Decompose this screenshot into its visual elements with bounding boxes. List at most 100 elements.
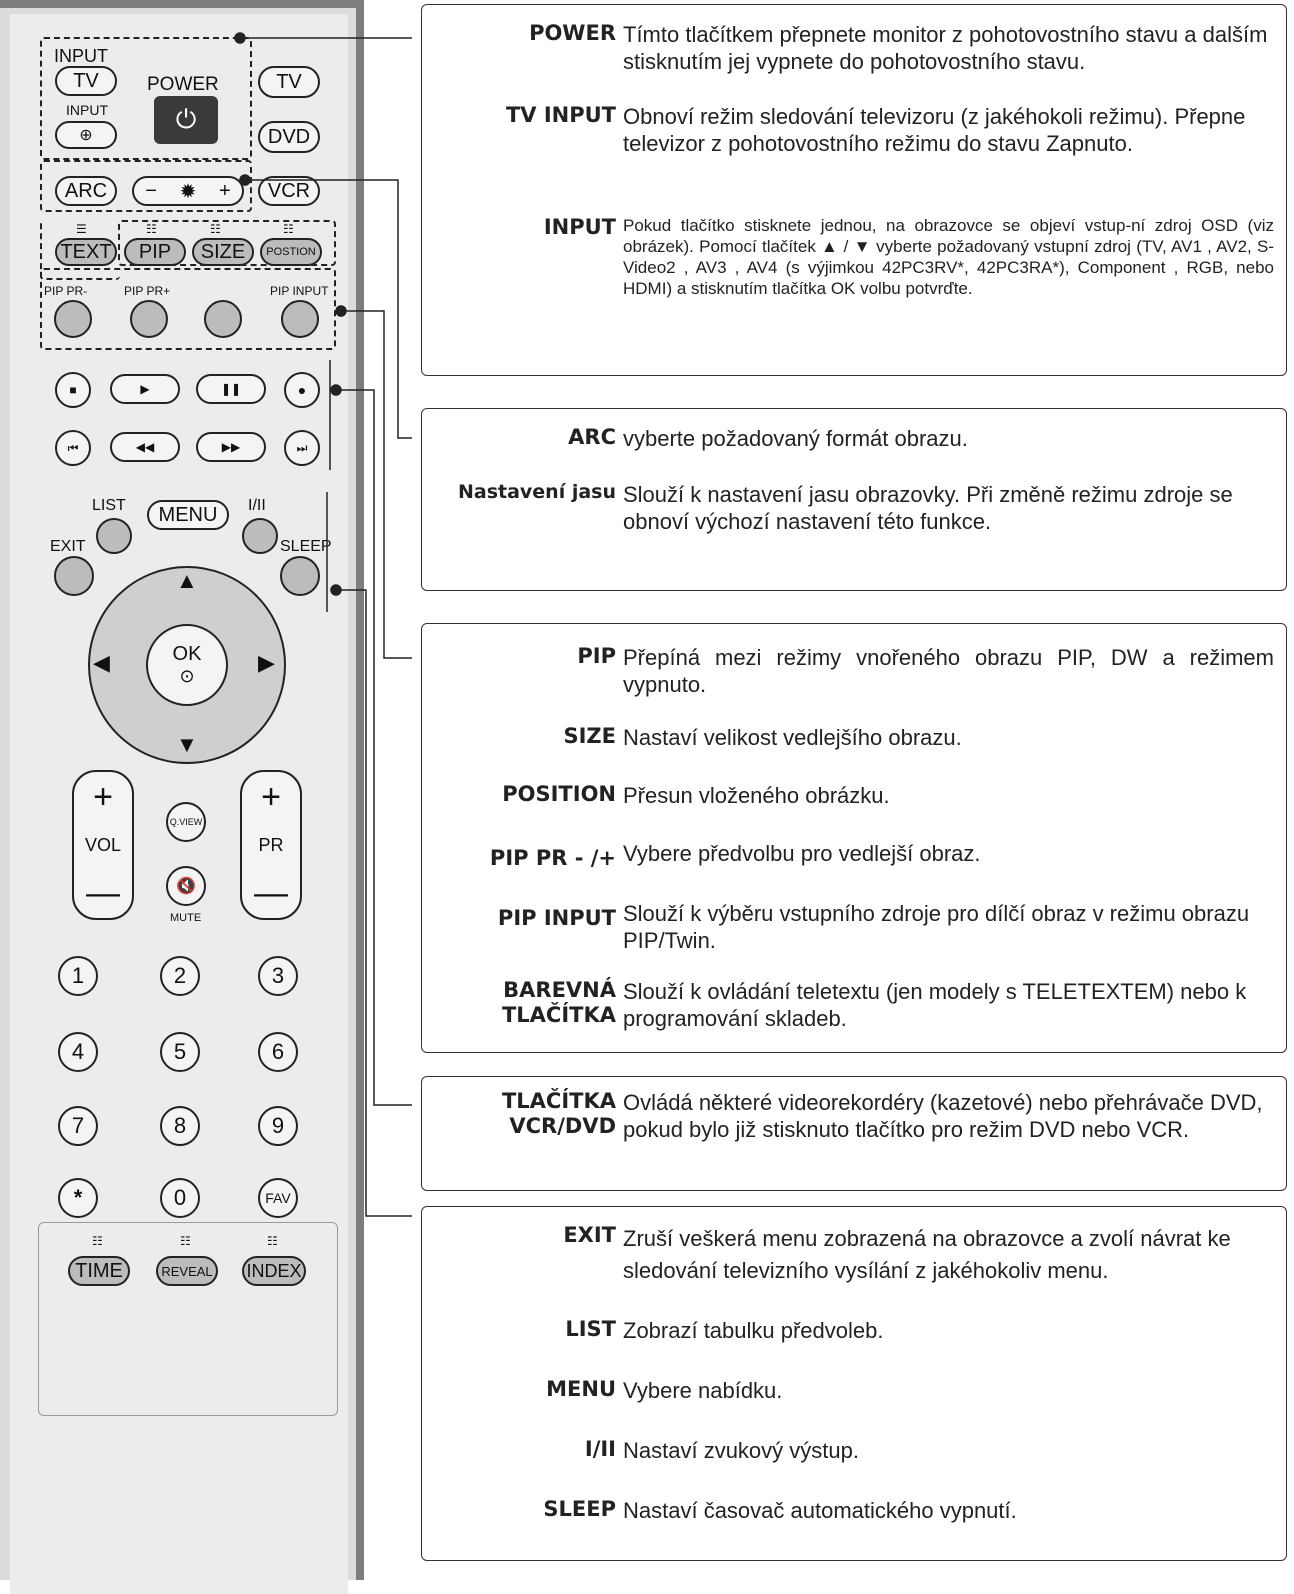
vol-rocker[interactable]: + VOL —: [72, 770, 134, 920]
desc-pip: Přepíná mezi režimy vnořeného obrazu PIP…: [623, 645, 1274, 697]
number-button-9[interactable]: 9: [258, 1106, 298, 1146]
desc-vcr-dvd: Ovládá některé videorekordéry (kazetové)…: [623, 1090, 1263, 1142]
list-button[interactable]: [96, 518, 132, 554]
right-arrow-icon[interactable]: ▶: [258, 650, 275, 675]
position-icon: ☷: [283, 222, 294, 236]
prev-icon: ⏮: [67, 440, 79, 455]
forward-button[interactable]: ▶▶: [196, 432, 266, 462]
pip-input-label: PIP INPUT: [270, 284, 329, 298]
pip-icon: ☷: [146, 222, 157, 236]
next-button[interactable]: ⏭: [284, 430, 320, 466]
index-icon: ☷: [267, 1234, 278, 1248]
i-ii-label: I/II: [248, 497, 266, 514]
menu-button[interactable]: MENU: [147, 500, 229, 530]
vol-label: VOL: [84, 834, 122, 855]
power-button[interactable]: ⏻: [154, 96, 218, 144]
pip-input-group-outline: [40, 268, 336, 350]
ok-button[interactable]: OK ⊙: [146, 624, 228, 706]
pr-rocker[interactable]: + PR —: [240, 770, 302, 920]
red-button[interactable]: [54, 300, 92, 338]
time-button[interactable]: TIME: [68, 1256, 130, 1286]
fav-button[interactable]: FAV: [258, 1178, 298, 1218]
index-button[interactable]: INDEX: [242, 1256, 306, 1286]
brightness-minus[interactable]: −: [145, 179, 157, 202]
term-tv-input: TV INPUT: [505, 103, 616, 127]
number-button-2[interactable]: 2: [160, 956, 200, 996]
mute-button[interactable]: 🔇: [166, 866, 206, 906]
number-button-6[interactable]: 6: [258, 1032, 298, 1072]
number-button-4[interactable]: 4: [58, 1032, 98, 1072]
text-button[interactable]: TEXT: [55, 238, 117, 266]
play-button[interactable]: ▶: [110, 374, 180, 404]
brightness-control[interactable]: − ✹ +: [132, 176, 244, 206]
pr-down-icon[interactable]: —: [254, 874, 288, 912]
time-icon: ☷: [92, 1234, 103, 1248]
sleep-button[interactable]: [280, 556, 320, 596]
left-arrow-icon[interactable]: ◀: [93, 650, 110, 675]
star-button[interactable]: *: [58, 1178, 98, 1218]
pip-button[interactable]: PIP: [124, 238, 186, 266]
stop-icon: ■: [69, 383, 77, 397]
input-button[interactable]: ⊕: [55, 121, 117, 149]
mute-label: MUTE: [170, 912, 202, 924]
rewind-button[interactable]: ◀◀: [110, 432, 180, 462]
blue-button[interactable]: [281, 300, 319, 338]
desc-brightness: Slouží k nastavení jasu obrazovky. Při z…: [623, 482, 1233, 534]
down-arrow-icon[interactable]: ▼: [176, 732, 198, 757]
play-icon: ▶: [140, 382, 150, 396]
vol-up-icon[interactable]: +: [93, 778, 113, 816]
term-size: SIZE: [563, 724, 616, 748]
yellow-button[interactable]: [204, 300, 242, 338]
brightness-plus[interactable]: +: [218, 179, 231, 202]
prev-button[interactable]: ⏮: [55, 430, 91, 466]
number-button-3[interactable]: 3: [258, 956, 298, 996]
qview-button[interactable]: Q.VIEW: [166, 802, 206, 842]
desc-size: Nastaví velikost vedlejšího obrazu.: [623, 725, 962, 750]
vcr-button[interactable]: VCR: [258, 176, 320, 206]
exit-button[interactable]: [54, 556, 94, 596]
position-button[interactable]: POSTION: [260, 238, 322, 266]
tv-mode-button[interactable]: TV: [258, 66, 320, 98]
vol-down-icon[interactable]: —: [86, 874, 120, 912]
number-button-8[interactable]: 8: [160, 1106, 200, 1146]
green-button[interactable]: [130, 300, 168, 338]
up-arrow-icon[interactable]: ▲: [176, 568, 198, 593]
reveal-icon: ☷: [180, 1234, 191, 1248]
desc-color-buttons: Slouží k ovládání teletextu (jen modely …: [623, 979, 1247, 1031]
number-button-0[interactable]: 0: [160, 1178, 200, 1218]
input-icon: ⊕: [79, 127, 93, 144]
term-vcr-dvd: TLAČÍTKA VCR/DVD: [501, 1089, 616, 1138]
stop-button[interactable]: ■: [55, 372, 91, 408]
pip-section: PIP Přepíná mezi režimy vnořeného obrazu…: [421, 623, 1287, 1053]
term-menu: MENU: [546, 1377, 616, 1401]
arc-group-outline: [40, 160, 252, 212]
term-exit: EXIT: [563, 1223, 616, 1247]
number-button-7[interactable]: 7: [58, 1106, 98, 1146]
power-section: POWER Tímto tlačítkem přepnete monitor z…: [421, 4, 1287, 376]
pause-button[interactable]: ❚❚: [196, 374, 266, 404]
term-sleep: SLEEP: [543, 1497, 616, 1521]
tv-input-button[interactable]: TV: [55, 66, 117, 96]
input-label: INPUT: [66, 102, 108, 118]
term-arc: ARC: [568, 425, 616, 449]
number-button-1[interactable]: 1: [58, 956, 98, 996]
reveal-button[interactable]: REVEAL: [156, 1256, 218, 1286]
desc-tv-input: Obnoví režim sledování televizoru (z jak…: [623, 104, 1246, 156]
pr-up-icon[interactable]: +: [261, 778, 281, 816]
i-ii-button[interactable]: [242, 518, 278, 554]
size-button[interactable]: SIZE: [192, 238, 254, 266]
term-position: POSITION: [502, 782, 616, 806]
term-pip-pr: PIP PR - /+: [489, 846, 616, 870]
arc-button[interactable]: ARC: [55, 176, 117, 206]
power-icon: ⏻: [175, 104, 197, 134]
mute-icon: 🔇: [176, 878, 196, 895]
dvd-button[interactable]: DVD: [258, 121, 320, 153]
record-icon: ●: [297, 382, 307, 398]
text-group-outline: [40, 220, 120, 280]
teletext-panel: [38, 1222, 338, 1416]
desc-pip-input: Slouží k výběru vstupního zdroje pro díl…: [623, 901, 1250, 953]
record-button[interactable]: ●: [284, 372, 320, 408]
number-button-5[interactable]: 5: [160, 1032, 200, 1072]
desc-menu: Vybere nabídku.: [623, 1378, 783, 1403]
